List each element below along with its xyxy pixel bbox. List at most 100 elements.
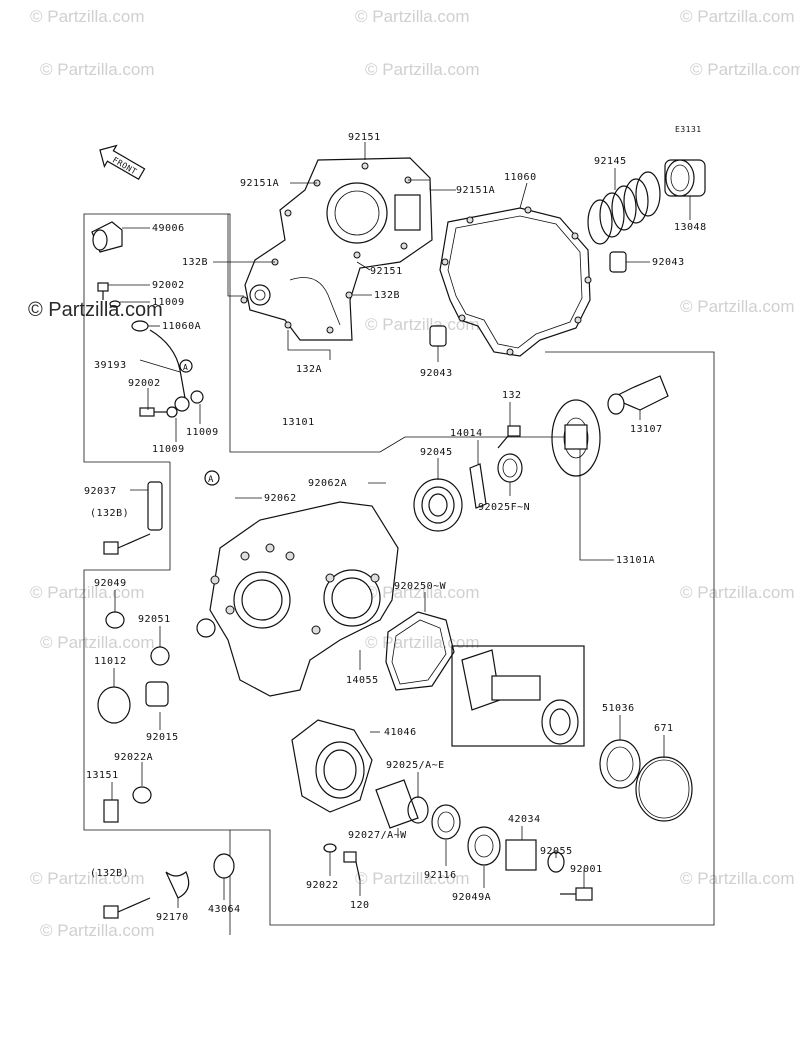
part-label: 132A xyxy=(296,364,322,375)
part-label: 49006 xyxy=(152,223,185,234)
part-label: 92022A xyxy=(114,752,153,763)
part-label: 92001 xyxy=(570,864,603,875)
part-label: 92062A xyxy=(308,478,347,489)
part-label: 13107 xyxy=(630,424,663,435)
part-label: 11060 xyxy=(504,172,537,183)
diagram-code: E3131 xyxy=(675,125,702,134)
watermark: © Partzilla.com xyxy=(30,583,145,602)
part-label: 11009 xyxy=(152,297,185,308)
spring-part xyxy=(587,171,661,245)
part-label: 92051 xyxy=(138,614,171,625)
part-label: 92151 xyxy=(348,132,381,143)
breather-fitting-part xyxy=(91,221,123,253)
part-label: 92145 xyxy=(594,156,627,167)
watermark: © Partzilla.com xyxy=(355,869,470,888)
part-label: 13048 xyxy=(674,222,707,233)
part-label: 92002 xyxy=(128,378,161,389)
part-label: 14055 xyxy=(346,675,379,686)
part-label: 13101A xyxy=(616,555,655,566)
part-label: 132 xyxy=(502,390,522,401)
callout-marker-label: A xyxy=(208,475,214,485)
watermark: © Partzilla.com xyxy=(680,869,795,888)
part-label: 43064 xyxy=(208,904,241,915)
watermark: © Partzilla.com xyxy=(30,7,145,26)
watermark: © Partzilla.com xyxy=(40,921,155,940)
front-arrow-icon: FRONT xyxy=(99,144,146,181)
part-label: 132B xyxy=(182,257,208,268)
part-label: 92043 xyxy=(420,368,453,379)
watermark: © Partzilla.com xyxy=(355,7,470,26)
part-label: 11009 xyxy=(186,427,219,438)
part-label: 920250~W xyxy=(394,581,447,592)
watermark-group: © Partzilla.com © Partzilla.com © Partzi… xyxy=(28,7,800,940)
leader-lines xyxy=(108,142,691,908)
pinion-gear-box xyxy=(451,645,585,747)
seal-part xyxy=(497,453,523,483)
part-label: 92151 xyxy=(370,266,403,277)
part-label: 42034 xyxy=(508,814,541,825)
part-label: 92045 xyxy=(420,447,453,458)
part-label: 13151 xyxy=(86,770,119,781)
part-label: 11060A xyxy=(162,321,201,332)
part-label: 92022 xyxy=(306,880,339,891)
part-label: 92027/A~W xyxy=(348,830,407,841)
watermark: © Partzilla.com xyxy=(40,633,155,652)
plate-part xyxy=(469,463,487,509)
callout-marker-label: A xyxy=(183,363,188,372)
watermark: © Partzilla.com xyxy=(365,60,480,79)
ring-gear-part xyxy=(551,375,669,477)
plug-part xyxy=(97,611,170,823)
part-label: 11009 xyxy=(152,444,185,455)
part-label: (132B) xyxy=(90,508,129,519)
watermark: © Partzilla.com xyxy=(680,583,795,602)
part-label: 11012 xyxy=(94,656,127,667)
part-label: 120 xyxy=(350,900,370,911)
watermark: © Partzilla.com xyxy=(690,60,800,79)
bracket-part xyxy=(103,481,163,555)
part-label: 92151A xyxy=(456,185,495,196)
part-label: 51036 xyxy=(602,703,635,714)
part-label: 92049 xyxy=(94,578,127,589)
pinion-housing-part xyxy=(291,719,373,813)
part-label: 92055 xyxy=(540,846,573,857)
part-label: 92116 xyxy=(424,870,457,881)
part-label: 92025F~N xyxy=(478,502,530,513)
watermark: © Partzilla.com xyxy=(680,7,795,26)
watermark-dark: © Partzilla.com xyxy=(28,299,163,321)
watermark: © Partzilla.com xyxy=(680,297,795,316)
part-labels: 92151 92151A 92151A 132B 92151 132B 132A… xyxy=(84,132,707,923)
clamp-part xyxy=(103,843,361,919)
bolt-part xyxy=(97,282,204,418)
bolt-part xyxy=(497,425,521,449)
part-label: 92151A xyxy=(240,178,279,189)
part-label: 92043 xyxy=(652,257,685,268)
part-label: 92025/A~E xyxy=(386,760,445,771)
watermark: © Partzilla.com xyxy=(30,869,145,888)
bearing-part xyxy=(413,478,463,532)
part-label: 14014 xyxy=(450,428,483,439)
gear-case-housing xyxy=(196,501,399,697)
coupling-part xyxy=(664,159,706,197)
housing-gasket-part xyxy=(385,611,455,691)
collar-part xyxy=(375,779,593,901)
part-label: 92170 xyxy=(156,912,189,923)
gasket-part xyxy=(439,206,592,357)
part-label: 92015 xyxy=(146,732,179,743)
part-label: 92002 xyxy=(152,280,185,291)
dowel-pin-part xyxy=(429,251,627,347)
part-label: 92037 xyxy=(84,486,117,497)
callout-marker: A A xyxy=(179,359,220,486)
part-label: 92049A xyxy=(452,892,491,903)
part-label: 92062 xyxy=(264,493,297,504)
seal-part xyxy=(599,739,641,789)
part-label: 41046 xyxy=(384,727,417,738)
o-ring-part xyxy=(635,756,693,822)
part-label: 39193 xyxy=(94,360,127,371)
watermark: © Partzilla.com xyxy=(365,315,480,334)
part-label: 671 xyxy=(654,723,674,734)
part-label: 132B xyxy=(374,290,400,301)
part-label: (132B) xyxy=(90,868,129,879)
part-label: 13101 xyxy=(282,417,315,428)
